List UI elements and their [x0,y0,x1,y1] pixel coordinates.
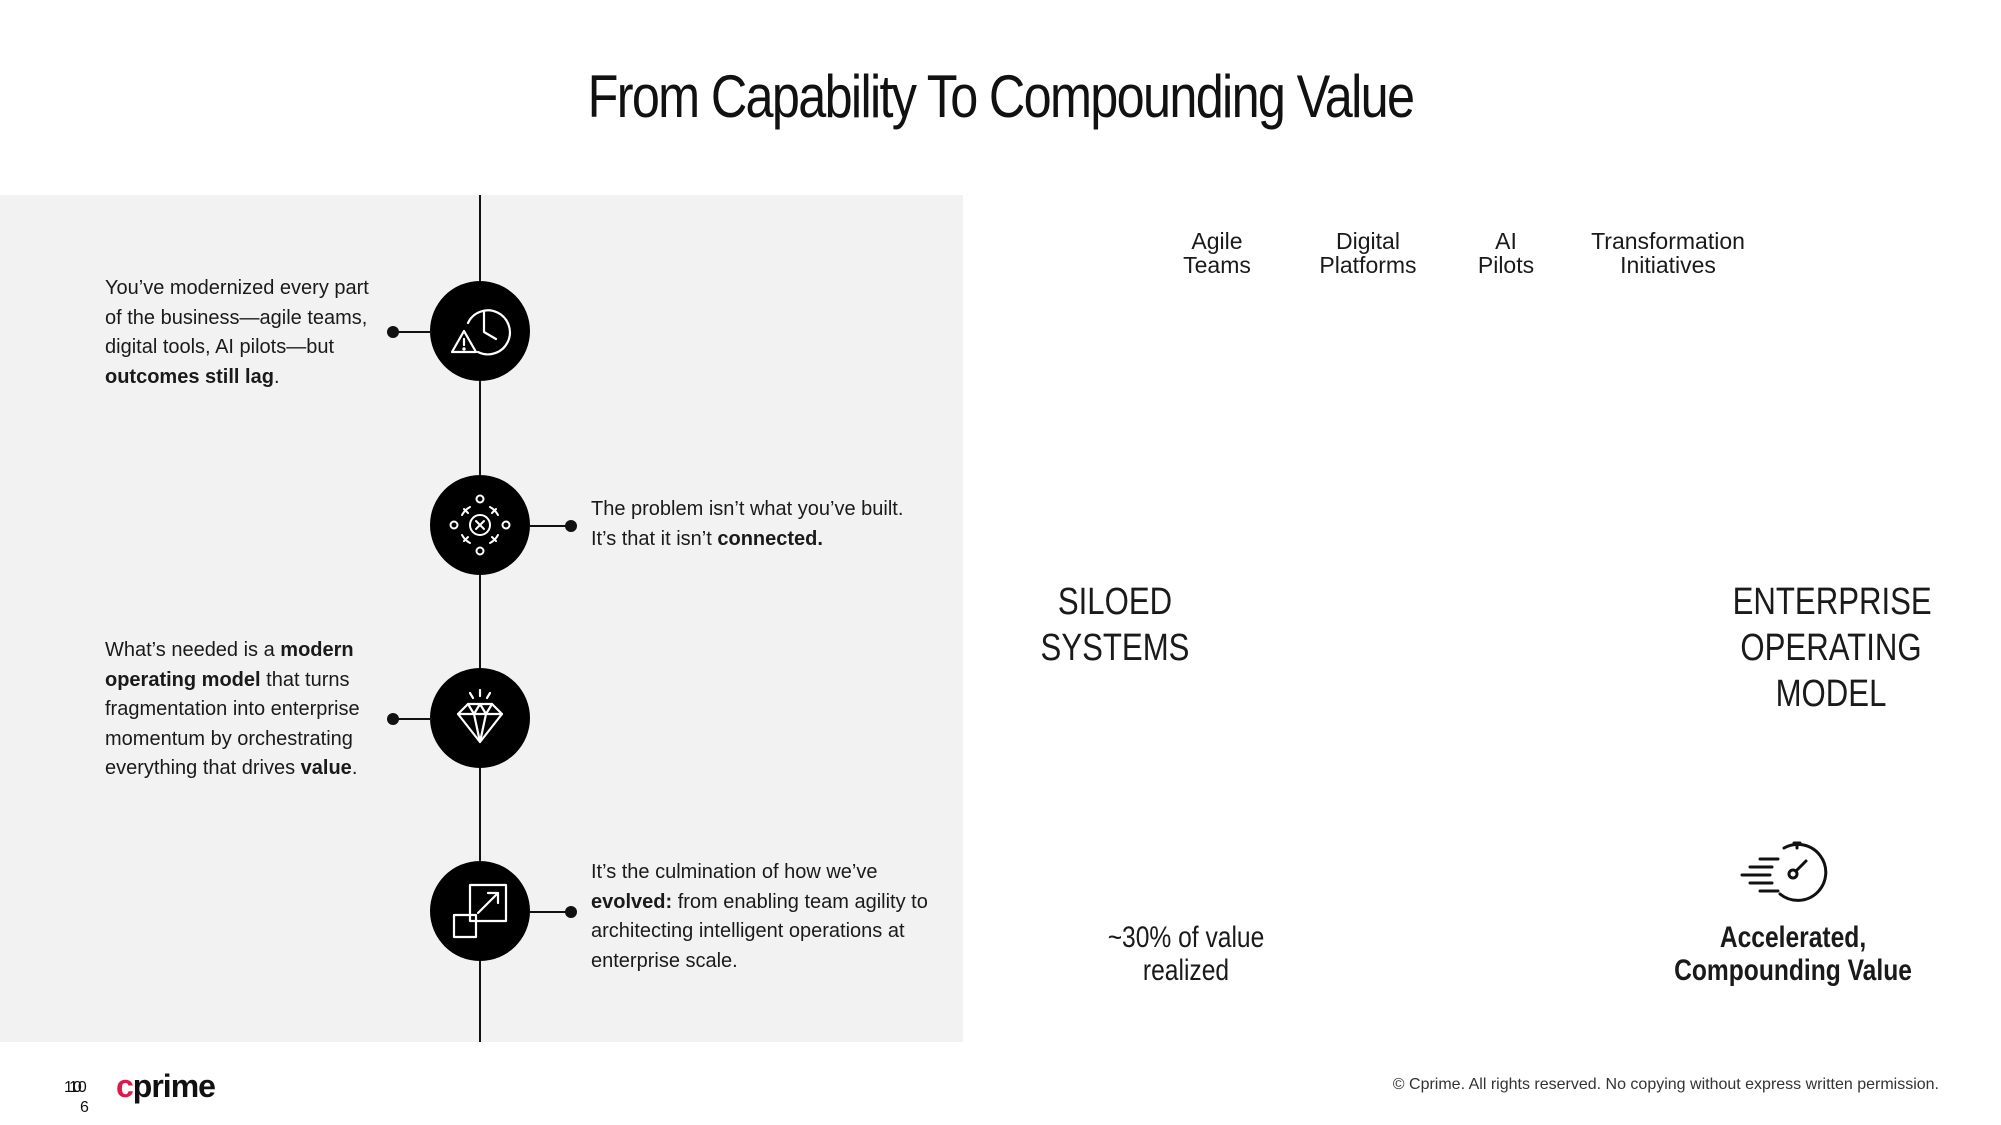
siloed-line: SILOED [1057,581,1173,623]
column-label-transformation-initiatives: Transformation Initiatives [1573,229,1763,277]
column-label-line: Pilots [1477,252,1535,278]
value-line: ~30% of value [1107,921,1265,954]
connector-3 [392,718,432,720]
column-label-line: Digital [1336,228,1400,254]
connector-1 [392,331,432,333]
value-realized-label: ~30% of value realized [1079,921,1292,987]
accelerated-value-label: Accelerated, Compounding Value [1670,921,1916,987]
enterprise-line: OPERATING [1740,627,1922,669]
column-label-line: AI [1495,228,1517,254]
logo-rest: prime [132,1068,216,1104]
step-3-text: What’s needed is a modern operating mode… [105,639,360,779]
column-label-line: Transformation [1591,228,1745,254]
slide-title: From Capability To Compounding Value [587,63,1415,130]
logo-c: c [116,1068,134,1104]
column-label-ai-pilots: AI Pilots [1466,229,1546,277]
connector-dot-4 [565,906,577,918]
disconnected-network-icon [449,494,511,556]
timeline-node-1 [430,281,530,381]
column-label-agile-teams: Agile Teams [1157,229,1277,277]
timeline-node-4 [430,861,530,961]
column-label-line: Platforms [1319,252,1417,278]
connector-dot-3 [387,713,399,725]
connector-4 [530,911,572,913]
timeline-node-3 [430,668,530,768]
siloed-line: SYSTEMS [1040,627,1190,669]
clock-warning-icon [450,309,511,356]
column-label-digital-platforms: Digital Platforms [1308,229,1428,277]
page-number: 10 10 6 [64,1078,89,1118]
comparison-area: Agile Teams Digital Platforms AI Pilots … [963,195,2001,1042]
siloed-systems-label: SILOED SYSTEMS [1033,579,1197,671]
value-line: Accelerated, [1719,921,1867,954]
page-number-part: 10 [64,1079,82,1096]
page-number-line: 6 [80,1099,89,1116]
enterprise-line: ENTERPRISE [1732,581,1932,623]
timeline-panel: You’ve modernized every part of the busi… [0,195,963,1042]
step-1-text: You’ve modernized every part of the busi… [105,277,369,388]
timeline-line [479,195,481,1042]
connector-dot-1 [387,326,399,338]
enterprise-line: MODEL [1775,673,1887,715]
cprime-logo: cprime [116,1068,216,1105]
step-4-text: It’s the culmination of how we’ve evolve… [591,861,928,972]
timeline-node-2 [430,475,530,575]
copyright-notice: © Cprime. All rights reserved. No copyin… [1392,1076,1939,1093]
column-label-line: Teams [1183,252,1251,278]
expand-squares-icon [452,883,508,939]
enterprise-operating-model-label: ENTERPRISE OPERATING MODEL [1732,579,1932,717]
connector-dot-2 [565,520,577,532]
page-number-part: 10 [69,1079,87,1096]
column-label-line: Agile [1191,228,1243,254]
connector-2 [530,525,572,527]
column-label-line: Initiatives [1620,252,1716,278]
value-line: Compounding Value [1674,954,1912,987]
value-line: realized [1142,954,1230,987]
speedometer-fast-icon [1740,841,1828,902]
step-2-text: The problem isn’t what you’ve built. It’… [591,498,904,550]
diamond-icon [456,688,504,744]
